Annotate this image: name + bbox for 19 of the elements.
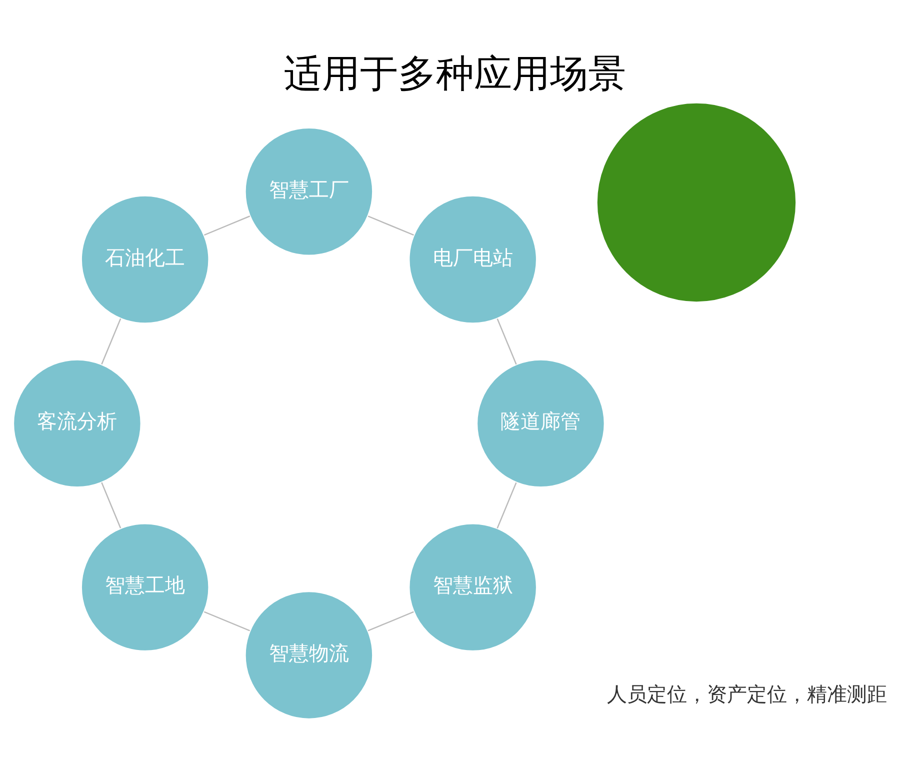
connector [204,611,250,632]
diagram-title: 适用于多种应用场景 [284,51,626,96]
node-circle: 智慧物流 [244,590,374,720]
node-circle: 客流分析 [12,359,142,488]
connector [496,482,517,528]
node-circle: 智慧工地 [80,522,210,652]
node-circle: 隧道廊管 [476,359,606,488]
node-circle: 石油化工 [80,195,210,324]
connector [204,216,250,236]
label: 人员定位，资产定位，精准测距 [606,682,887,706]
connector [496,318,517,365]
connector [101,482,122,528]
connector [101,318,122,365]
node-circle [596,102,797,303]
node-circle: 智慧工厂 [244,127,374,256]
connector [368,611,414,632]
connector [368,216,414,236]
node-circle: 电厂电站 [408,195,538,324]
node-circle: 智慧监狱 [408,522,538,652]
